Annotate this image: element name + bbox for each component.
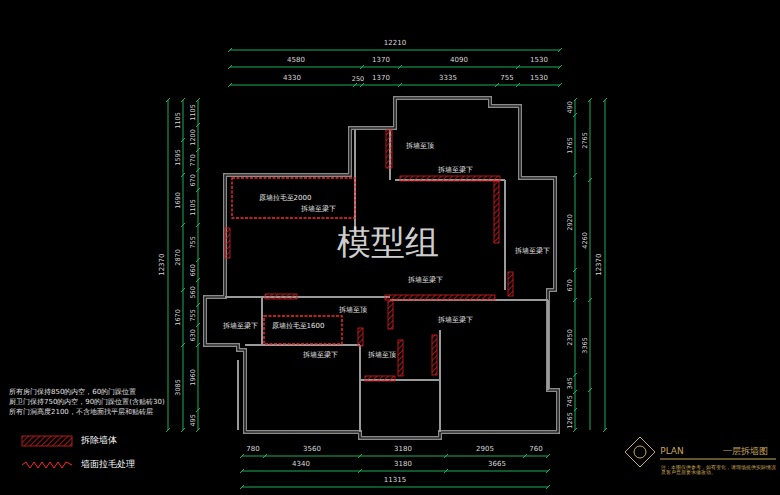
dimension: 670	[567, 278, 574, 292]
dimension: 3180	[393, 461, 413, 468]
general-note: 所有房门保持850的内空，60的门跺位置	[8, 389, 137, 396]
dimension: 755	[190, 235, 197, 249]
dimension: 490	[567, 100, 574, 114]
dimension: 1530	[529, 57, 549, 64]
dimension: 3365	[582, 336, 589, 355]
room-note: 拆墙至顶	[367, 352, 397, 359]
dimension: 2905	[475, 446, 495, 453]
dimension: 1530	[529, 75, 549, 82]
dimension: 2870	[175, 248, 182, 267]
dimension: 345	[567, 376, 574, 390]
legend-text: 墙面拉毛处理	[80, 460, 136, 469]
dimension: 1370	[371, 57, 391, 64]
watermark: 模型组	[336, 225, 440, 261]
plaster-outline	[232, 178, 355, 344]
dimension: 12210	[383, 40, 407, 47]
legend-text: 拆除墙体	[80, 436, 118, 445]
room-note: 拆墙至梁下	[437, 167, 474, 174]
dimension: 660	[190, 263, 197, 277]
dimension: 780	[245, 446, 260, 453]
room-note: 拆墙至梁下	[300, 206, 337, 213]
dimension: 760	[528, 446, 543, 453]
zigzag-sample	[22, 462, 72, 468]
dimension: 1105	[190, 103, 197, 122]
dimension: 1105	[175, 111, 182, 130]
dimension: 745	[567, 394, 574, 408]
room-note: 拆墙至顶	[405, 143, 435, 150]
room-note: 原墙拉毛至1600	[271, 323, 326, 330]
room-note: 拆墙至梁下	[222, 323, 259, 330]
dimension: 12370	[159, 253, 166, 277]
title-emblem	[625, 437, 776, 467]
dimension: 670	[190, 173, 197, 187]
dimension: 560	[190, 285, 197, 299]
dimension: 12370	[596, 253, 603, 277]
dimension: 4580	[286, 57, 306, 64]
dimension: 4260	[582, 231, 589, 250]
dimension: 1670	[175, 308, 182, 327]
dimension: 3665	[487, 461, 507, 468]
drawing-title: 一层拆墙图	[722, 447, 769, 456]
hatch-sample	[22, 436, 72, 446]
dimension: 1595	[175, 148, 182, 167]
dimension: 4330	[282, 75, 302, 82]
dimension: 3335	[438, 75, 458, 82]
dimension: 1265	[567, 411, 574, 430]
dimension: 1765	[567, 136, 574, 155]
general-note: 厨卫门保持750的内空，90的门跺位置(含贴砖30)	[8, 399, 166, 406]
dimension: 3560	[302, 446, 322, 453]
title-tag: PLAN	[659, 447, 685, 456]
demolished-walls	[225, 130, 513, 381]
inner-walls	[225, 130, 548, 432]
room-note: 原墙拉毛至2000	[258, 195, 313, 202]
outer-wall	[205, 98, 558, 438]
dimension: 1370	[371, 75, 391, 82]
room-note: 拆墙至梁下	[302, 352, 339, 359]
dimension: 4340	[291, 461, 311, 468]
dimension: 1200	[190, 128, 197, 147]
dimension: 755	[190, 308, 197, 322]
dimension: 3180	[393, 446, 413, 453]
dimension: 2920	[567, 213, 574, 232]
legend-samples	[22, 436, 72, 468]
room-note: 拆墙至顶	[338, 307, 368, 314]
room-note: 拆墙至梁下	[407, 277, 444, 284]
dimension: 250	[351, 76, 365, 83]
dimension: 4090	[449, 57, 469, 64]
dimension: 770	[190, 153, 197, 167]
dimension: 2765	[582, 131, 589, 150]
room-note: 拆墙至梁下	[437, 317, 474, 324]
dimension: 630	[190, 328, 197, 342]
dimension: 11315	[383, 477, 407, 484]
general-note: 所有门洞高度2100，不含地面找平层和贴砖层	[8, 409, 154, 416]
dimension: 2350	[567, 328, 574, 347]
dimension: 1960	[190, 368, 197, 387]
dimension: 1690	[175, 191, 182, 210]
disclaimer-note: 注：本图仅供参考，如有变化，请现场提供实际情况及客户意愿要求做改动。	[660, 465, 777, 476]
dimension: 3085	[175, 378, 182, 397]
room-note: 拆墙至梁下	[514, 248, 551, 255]
dimension: 1105	[190, 198, 197, 217]
dimension: 755	[499, 75, 514, 82]
dimension-lines	[166, 48, 607, 489]
dimension: 495	[190, 413, 197, 427]
